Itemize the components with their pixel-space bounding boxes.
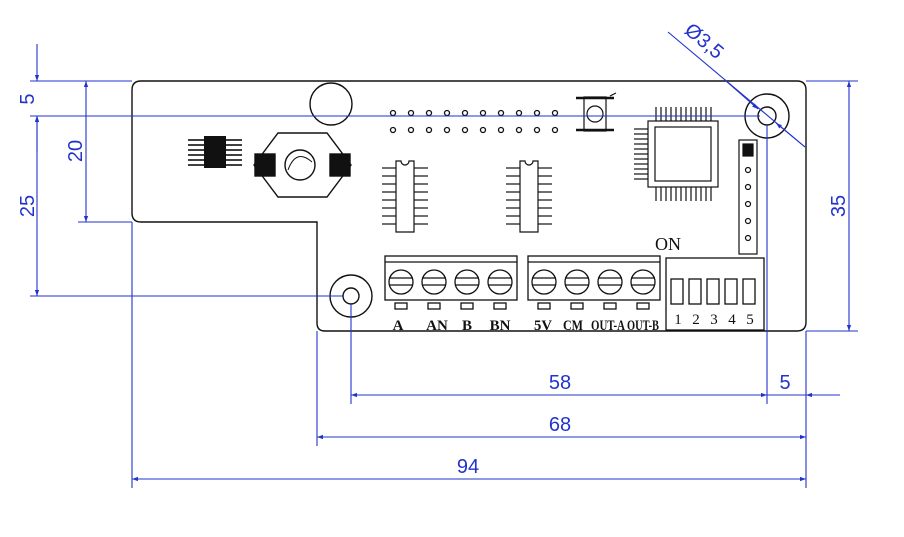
dim-label-hole-diameter: Ø3,5 bbox=[680, 19, 727, 64]
dim-label-upper-height: 20 bbox=[65, 140, 87, 162]
terminal-label-out-a: OUT-A bbox=[591, 318, 625, 334]
header-pin bbox=[407, 126, 415, 134]
dip-switch-lever bbox=[688, 278, 702, 305]
dim-label-total-height: 35 bbox=[828, 195, 850, 217]
terminal-block-right bbox=[527, 255, 661, 310]
terminal-pad bbox=[427, 302, 441, 310]
dip-switch-number-5: 5 bbox=[746, 312, 754, 328]
header-pin bbox=[461, 109, 469, 117]
dip-switch-on-label: ON bbox=[655, 234, 681, 254]
terminal-label-out-b: OUT-B bbox=[627, 318, 659, 334]
header-pin bbox=[533, 109, 541, 117]
header-pin bbox=[407, 109, 415, 117]
dip-switch-lever bbox=[670, 278, 684, 305]
header-pin bbox=[533, 126, 541, 134]
dim-label-hole-spacing: 58 bbox=[549, 372, 571, 394]
terminal-label-b: B bbox=[462, 318, 472, 334]
dim-label-top-margin: 5 bbox=[17, 93, 39, 104]
header-pin bbox=[479, 126, 487, 134]
header-pin bbox=[389, 126, 397, 134]
header-pin bbox=[425, 126, 433, 134]
reference-circle bbox=[309, 82, 353, 126]
dip-switch-lever bbox=[724, 278, 738, 305]
terminal-screw bbox=[597, 269, 623, 295]
terminal-pad bbox=[493, 302, 507, 310]
dim-arrow-diameter-1 bbox=[725, 80, 759, 110]
terminal-screw bbox=[421, 269, 447, 295]
terminal-screw bbox=[487, 269, 513, 295]
dip-switch-number-3: 3 bbox=[710, 312, 718, 328]
header-pin bbox=[389, 109, 397, 117]
dip-switch-number-4: 4 bbox=[728, 312, 736, 328]
header-pin bbox=[497, 126, 505, 134]
dip-ic-1 bbox=[382, 160, 428, 233]
header-pin bbox=[515, 109, 523, 117]
terminal-pad bbox=[537, 302, 551, 310]
smd-component bbox=[576, 92, 617, 132]
dip-switch-number-1: 1 bbox=[674, 312, 682, 328]
qfp-chip bbox=[634, 107, 719, 201]
dip-switch bbox=[665, 257, 765, 331]
board-outline bbox=[131, 80, 807, 332]
terminal-pad bbox=[394, 302, 408, 310]
terminal-label-cm: CM bbox=[563, 318, 583, 334]
dim-label-lower-width: 68 bbox=[549, 414, 571, 436]
terminal-label-a: A bbox=[393, 318, 404, 334]
dim-label-right-offset: 5 bbox=[779, 372, 790, 394]
terminal-screw bbox=[531, 269, 557, 295]
terminal-label-5v: 5V bbox=[534, 318, 552, 334]
small-ic bbox=[188, 136, 242, 168]
header-pin bbox=[479, 109, 487, 117]
dim-arrow-diameter-2 bbox=[775, 122, 806, 148]
header-pin bbox=[551, 109, 559, 117]
dip-ic-2 bbox=[506, 160, 552, 233]
terminal-screw bbox=[388, 269, 414, 295]
terminal-block-left bbox=[384, 255, 518, 310]
terminal-pad bbox=[603, 302, 617, 310]
sensor-component bbox=[253, 132, 352, 198]
pin-header bbox=[389, 109, 559, 134]
header-pin bbox=[443, 109, 451, 117]
header-pin bbox=[461, 126, 469, 134]
dim-label-lower-height: 25 bbox=[17, 195, 39, 217]
header-pin bbox=[425, 109, 433, 117]
side-connector bbox=[738, 139, 758, 255]
terminal-pad bbox=[570, 302, 584, 310]
header-pin bbox=[551, 126, 559, 134]
terminal-screw bbox=[454, 269, 480, 295]
terminal-label-bn: BN bbox=[490, 318, 511, 334]
header-pin bbox=[443, 126, 451, 134]
header-pin bbox=[497, 109, 505, 117]
terminal-pad bbox=[636, 302, 650, 310]
terminal-screw bbox=[564, 269, 590, 295]
header-pin bbox=[515, 126, 523, 134]
terminal-pad bbox=[460, 302, 474, 310]
dip-switch-lever bbox=[742, 278, 756, 305]
dip-switch-lever bbox=[706, 278, 720, 305]
dip-switch-number-2: 2 bbox=[692, 312, 700, 328]
dim-label-total-width: 94 bbox=[457, 456, 479, 478]
terminal-screw bbox=[630, 269, 656, 295]
terminal-label-an: AN bbox=[426, 318, 448, 334]
